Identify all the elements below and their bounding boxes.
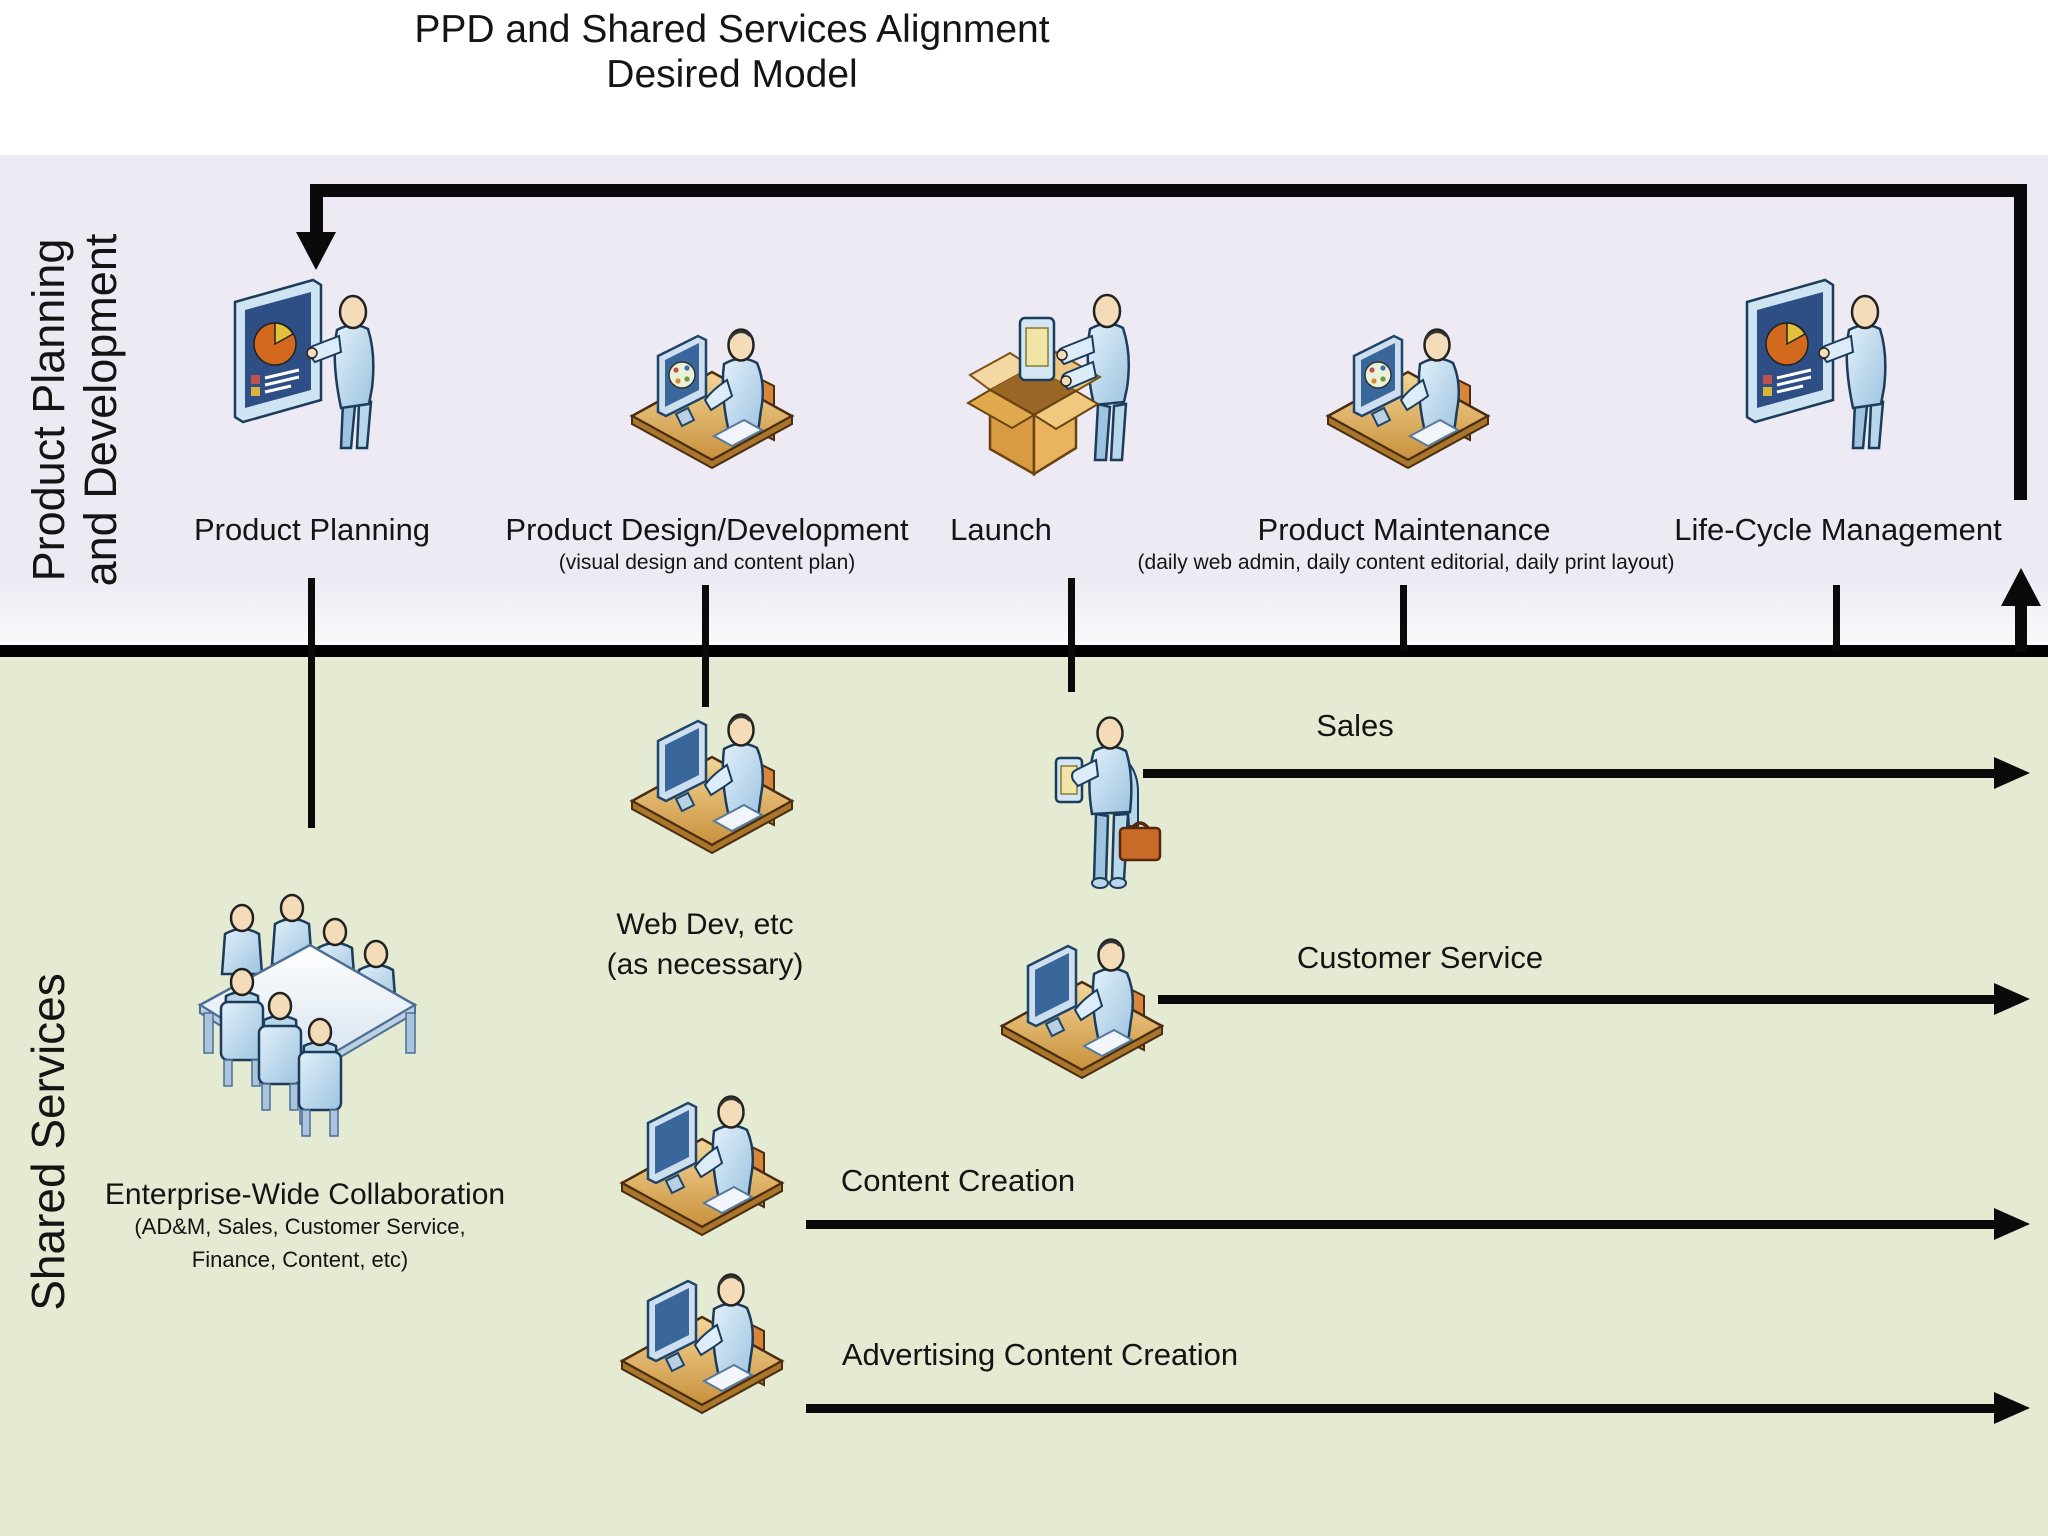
life-cycle-management-icon (1745, 278, 1887, 450)
stage-label-launch: Launch (950, 512, 1052, 547)
customer-service-flow-arrow (1158, 995, 1994, 1004)
feedback-left-shaft (310, 184, 323, 234)
stage-sublabel-product-maintenance: (daily web admin, daily content editoria… (1137, 551, 1675, 574)
stage-label-life-cycle-management: Life-Cycle Management (1674, 512, 2002, 547)
advertising-content-creation-flow-arrow (806, 1404, 1994, 1413)
sales-flow-label: Sales (1316, 708, 1394, 743)
feedback-down-arrowhead-icon (296, 232, 336, 270)
enterprise-collaboration-icon (198, 893, 417, 1138)
launch-icon (966, 293, 1131, 476)
sales-icon (1054, 715, 1162, 890)
connector-product-maintenance (1400, 585, 1407, 651)
feedback-up-shaft (2015, 606, 2027, 652)
sales-flow-arrow (1143, 769, 1994, 778)
enterprise-collaboration-sublabel-line1: (AD&M, Sales, Customer Service, (134, 1214, 466, 1239)
connector-product-design (702, 585, 709, 707)
product-planning-icon (233, 278, 375, 450)
enterprise-collaboration-label: Enterprise-Wide Collaboration (104, 1178, 506, 1211)
ppd-lane-label: Product Planning and Development (23, 180, 127, 640)
stage-label-product-planning: Product Planning (193, 512, 431, 547)
shared-lane-label: Shared Services (22, 973, 74, 1311)
web-dev-label-line2: (as necessary) (606, 948, 804, 981)
ppd-lane-label-line2: and Development (75, 233, 126, 587)
content-creation-flow-arrow (806, 1220, 1994, 1229)
band-divider (0, 645, 2048, 657)
web-dev-label-line1: Web Dev, etc (616, 908, 794, 941)
diagram-title-line1: PPD and Shared Services Alignment (414, 8, 1050, 51)
enterprise-collaboration-sublabel-line2: Finance, Content, etc) (191, 1247, 409, 1272)
customer-service-flow-label: Customer Service (1296, 940, 1544, 975)
ppd-lane-label-line1: Product Planning (23, 238, 74, 582)
content-creation-flow-arrowhead-icon (1994, 1208, 2030, 1240)
product-design-development-icon (620, 320, 800, 480)
customer-service-icon (1000, 938, 1164, 1080)
feedback-top-line (310, 184, 2027, 197)
diagram-title-line2: Desired Model (606, 53, 858, 96)
stage-sublabel-product-design-development: (visual design and content plan) (558, 551, 856, 574)
feedback-right-line (2014, 184, 2027, 500)
connector-launch (1068, 578, 1075, 692)
stage-label-product-design-development: Product Design/Development (505, 512, 909, 547)
web-dev-icon (630, 713, 794, 855)
connector-product-planning (308, 578, 315, 828)
advertising-content-creation-flow-label: Advertising Content Creation (841, 1337, 1239, 1372)
advertising-content-creation-icon (620, 1273, 784, 1415)
sales-flow-arrowhead-icon (1994, 757, 2030, 789)
stage-label-product-maintenance: Product Maintenance (1257, 512, 1551, 547)
customer-service-flow-arrowhead-icon (1994, 983, 2030, 1015)
content-creation-flow-label: Content Creation (840, 1163, 1076, 1198)
connector-life-cycle (1833, 585, 1840, 651)
advertising-content-creation-flow-arrowhead-icon (1994, 1392, 2030, 1424)
product-maintenance-icon (1316, 320, 1496, 480)
content-creation-icon (620, 1095, 784, 1237)
feedback-up-arrowhead-icon (2001, 568, 2041, 606)
